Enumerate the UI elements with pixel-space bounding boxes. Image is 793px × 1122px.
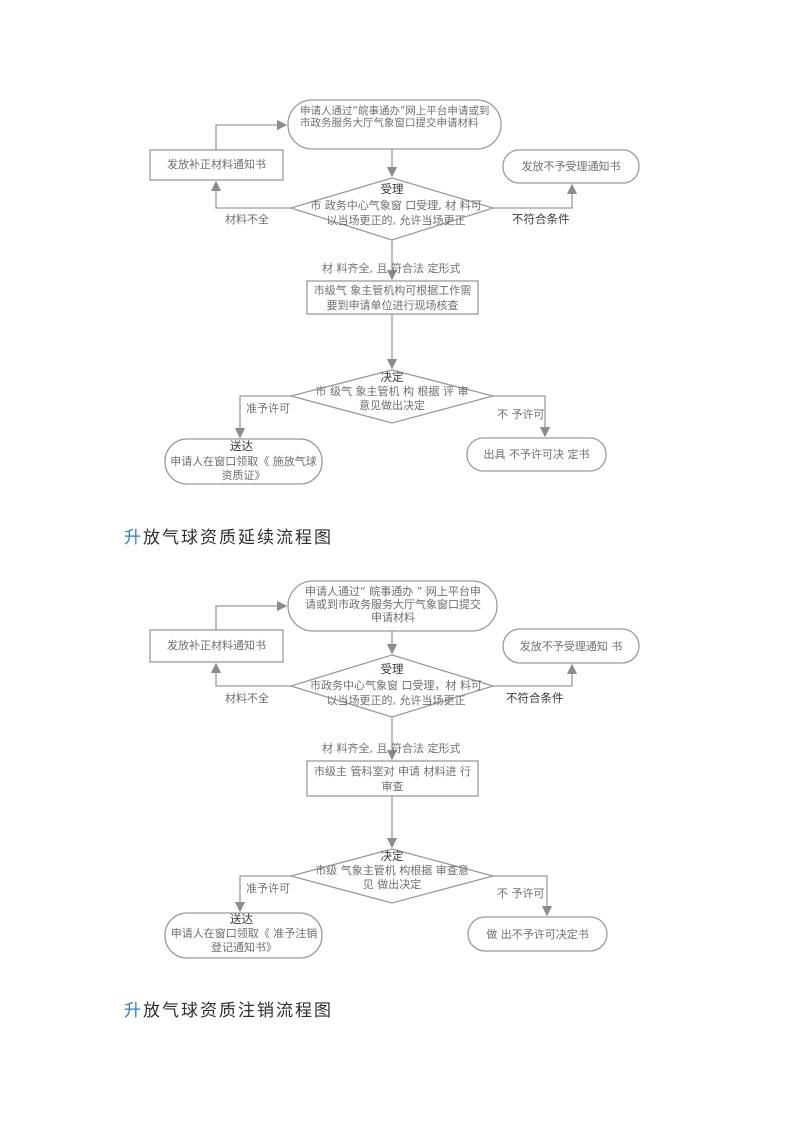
label-no-permit-2: 不 予许可 [497,887,545,900]
label-permit: 准予许可 [246,402,290,415]
submit-box [287,99,502,150]
heading-extension: 升放气球资质延续流程图 [124,523,333,548]
heading-extension-rest: 放气球资质延续流程图 [143,528,333,548]
reject-text: 发放不予受理通知书 [521,160,621,173]
label-incomplete: 材料不全 [225,213,269,226]
submit-text-2: 申请人通过“ 皖事通办 ” 网上平台申请或到市政务服务大厅气象窗口提交申请材料 [305,585,481,624]
accept-title-2: 受理 [380,662,404,676]
label-complete: 材 料齐全, 且 符合法 定形式 [322,262,461,275]
reject-text-2: 发放不予受理通知 书 [519,640,623,653]
decide-text: 市 级气 象主管机 构 根据 评 审意见做出决定 [315,385,469,412]
deliver-title-2: 送达 [230,912,253,926]
review-text-2: 市级主 管科室对 申请 材料进 行审查 [314,765,471,793]
label-not-qualified: 不符合条件 [512,212,570,226]
reject-box [502,149,640,184]
heading-cancellation-rest: 放气球资质注销流程图 [143,1001,333,1021]
deliver-box-2 [164,912,323,959]
no-permit-text-2: 做 出不予许可决定书 [486,928,589,941]
supplement-text: 发放补正材料通知书 [167,158,266,171]
review-text: 市级气 象主管机构可根据工作需要到申请单位进行现场核查 [313,284,472,312]
reject-box-2 [502,628,640,664]
submit-text: 申请人通过“皖事通办”网上平台申请或到市政务服务大厅气象窗口提交申请材料 [300,105,490,129]
label-complete-2: 材 料齐全, 且 符合法 定形式 [322,742,461,755]
supplement-text-2: 发放补正材料通知书 [167,639,266,652]
label-not-qualified-2: 不符合条件 [506,691,564,705]
decide-text-2: 市级 气象主管机 构根据 审查意见 做出决定 [315,864,469,891]
label-permit-2: 准予许可 [246,882,290,895]
label-incomplete-2: 材料不全 [225,692,269,705]
accept-text: 市 政务中心气象窗 口受理, 材 料可以当场更正的, 允许当场更正 [310,199,482,227]
decide-diamond-2 [288,848,496,904]
deliver-text-2: 申请人在窗口领取《 准予注销登记通知书》 [170,927,318,954]
decide-title: 决定 [380,370,404,384]
deliver-title: 送达 [230,439,253,453]
no-permit-box [466,437,607,472]
heading-cancellation: 升放气球资质注销流程图 [124,996,333,1021]
heading-cancellation-first: 升 [124,1001,143,1021]
no-permit-box-2 [467,916,608,952]
deliver-box [164,438,323,485]
heading-extension-first: 升 [124,528,143,548]
decide-title-2: 决定 [380,849,404,863]
accept-text-2: 市政务中心气象窗 口受理，材 料可以当场更正的, 允许当场更正 [310,679,482,707]
label-no-permit: 不 予许可 [497,408,545,421]
deliver-text: 申请人在窗口领取《 施放气球资质证》 [170,455,317,482]
no-permit-text: 出具 不予许可决 定书 [483,448,590,461]
decide-diamond [288,369,496,424]
accept-title: 受理 [380,182,404,196]
